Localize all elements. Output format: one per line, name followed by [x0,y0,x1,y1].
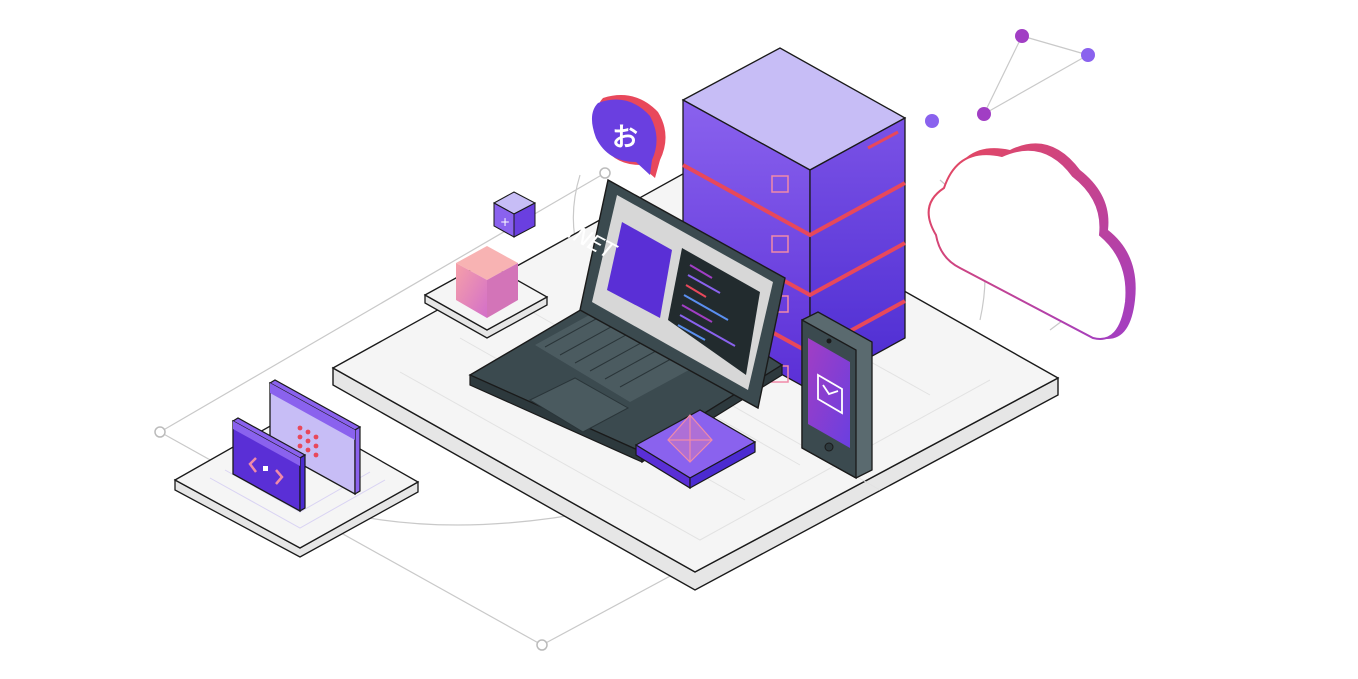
cube-icon: + [492,191,537,238]
code-window-icon [231,417,307,513]
phone-icon [801,311,873,480]
connector-node [599,167,611,179]
svg-text:+: + [500,215,510,229]
speech-bubble-glyph: お [612,123,638,153]
cube-icon [456,246,518,318]
cloud-icon [927,143,1136,340]
network-nodes-icon [925,29,1095,128]
connector-node [154,426,166,438]
connector-node [536,639,548,651]
speech-bubble-icon: お [591,95,666,178]
browser-window-icon [268,379,362,496]
pyramid-tile-icon [634,409,757,490]
